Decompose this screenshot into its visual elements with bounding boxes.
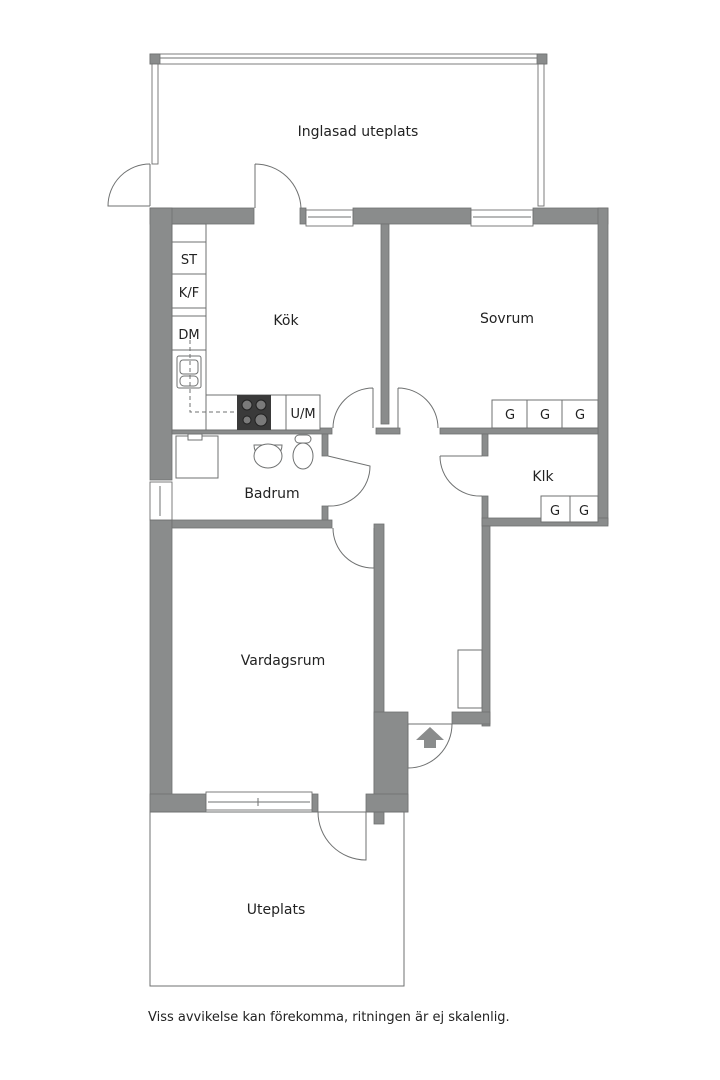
label-kok: Kök xyxy=(273,313,299,329)
label-oven-um: U/M xyxy=(290,407,315,422)
label-wardrobe: G xyxy=(579,504,589,519)
doors xyxy=(107,163,483,861)
label-uteplats: Uteplats xyxy=(247,902,306,918)
walls xyxy=(149,207,609,825)
label-wardrobe: G xyxy=(540,408,550,423)
uteplats-outline xyxy=(149,811,405,987)
label-sovrum: Sovrum xyxy=(480,311,534,327)
glazed-patio xyxy=(149,53,548,207)
label-dishwasher-dm: DM xyxy=(178,328,199,343)
label-wardrobe: G xyxy=(505,408,515,423)
label-klk: Klk xyxy=(532,469,554,485)
label-fridge-kf: K/F xyxy=(179,286,199,301)
hallway-shelf xyxy=(457,649,483,709)
label-vardagsrum: Vardagsrum xyxy=(241,653,326,669)
label-badrum: Badrum xyxy=(244,486,299,502)
entrance-arrow-icon xyxy=(416,727,444,748)
footer-disclaimer: Viss avvikelse kan förekomma, ritningen … xyxy=(148,1010,510,1025)
label-inglasad-uteplats: Inglasad uteplats xyxy=(298,124,419,140)
bathroom-fixtures xyxy=(175,433,314,479)
label-wardrobe: G xyxy=(550,504,560,519)
label-stove-st: ST xyxy=(181,253,197,268)
label-wardrobe: G xyxy=(575,408,585,423)
kitchen-counter xyxy=(171,223,321,431)
wardrobes xyxy=(491,399,599,523)
windows xyxy=(149,209,534,811)
